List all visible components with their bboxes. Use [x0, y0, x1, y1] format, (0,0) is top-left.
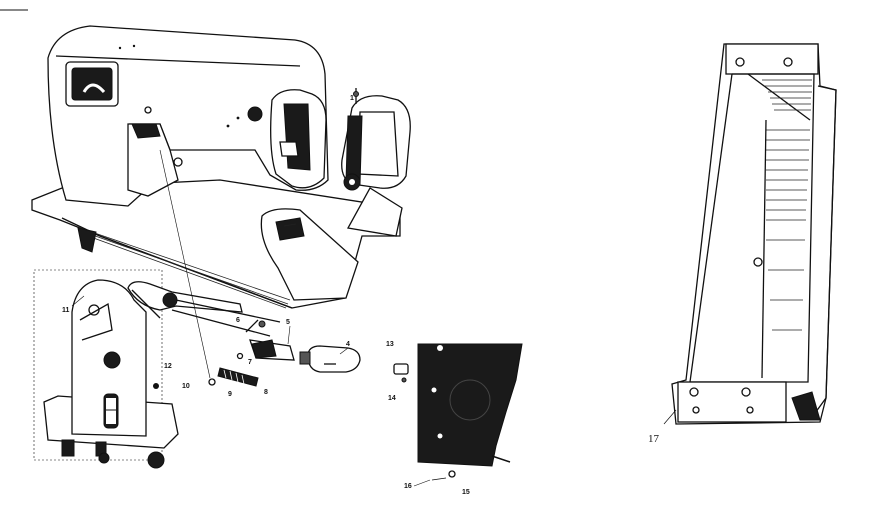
- light-bulb: [299, 345, 361, 373]
- face-cover: [341, 88, 411, 237]
- callout-10: 10: [182, 383, 190, 390]
- leader-5: [287, 325, 291, 345]
- leader-11: [71, 295, 85, 307]
- callout-13: 13: [386, 341, 394, 348]
- callout-11: 11: [62, 307, 70, 314]
- callout-16: 16: [404, 483, 412, 490]
- callout-15: 15: [462, 489, 470, 496]
- callout-17: 17: [648, 433, 660, 445]
- pedal-lever: [127, 149, 281, 379]
- callout-1: 1: [350, 95, 354, 102]
- callout-9: 9: [228, 391, 232, 398]
- bed-cover-plate: [260, 208, 359, 301]
- callout-12: 12: [164, 363, 172, 370]
- socket: [393, 363, 409, 383]
- callout-7: 7: [248, 359, 252, 366]
- callout-5: 5: [286, 319, 290, 326]
- accessory-tray: [663, 43, 837, 425]
- switch-parts: [208, 319, 295, 387]
- callout-14: 14: [388, 395, 396, 402]
- callout-4: 4: [346, 341, 350, 348]
- callout-8: 8: [264, 389, 268, 396]
- leader-4: [339, 347, 349, 355]
- motor-bracket: [33, 269, 179, 469]
- leader-16: [413, 479, 431, 487]
- callout-6: 6: [236, 317, 240, 324]
- rear-cover-plate: [417, 343, 523, 481]
